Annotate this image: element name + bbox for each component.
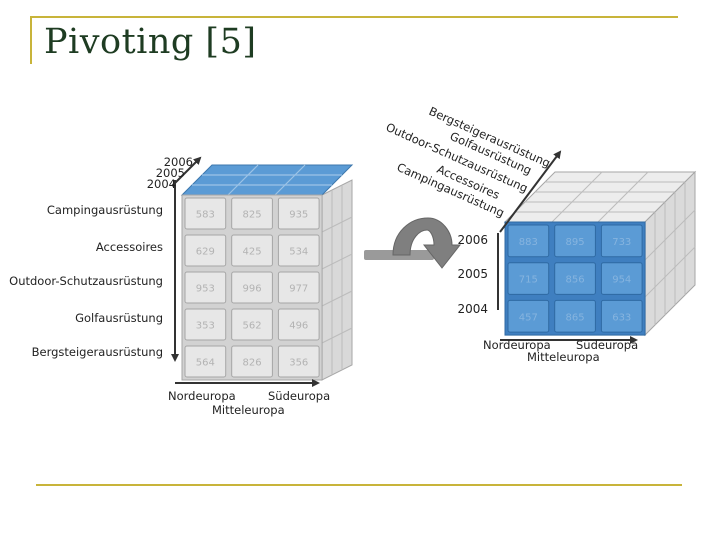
cube-cell (507, 224, 550, 258)
cube-cell-value: 562 (243, 321, 262, 332)
cube-cell (554, 299, 596, 333)
cube-cell (184, 345, 227, 378)
cube-cell (277, 345, 320, 378)
right-column-label-middle: Mitteleuropa (527, 350, 600, 364)
right-cube-front-face: 883 895 733 715 856 954 457 865 633 (504, 221, 646, 336)
left-row-label: Campingausrüstung (47, 203, 163, 217)
cube-cell-value: 457 (519, 312, 538, 323)
left-row-label: Accessoires (96, 240, 163, 254)
cube-cell (600, 224, 643, 258)
right-cube: 883 895 733 715 856 954 457 865 633 (503, 170, 697, 337)
cube-cell (554, 262, 596, 295)
cube-cell-value: 977 (289, 284, 308, 295)
cube-cell (231, 271, 273, 304)
cube-cell (507, 262, 550, 295)
cube-cell-value: 953 (196, 284, 215, 295)
left-depth-axis-arrow (171, 156, 202, 187)
cube-cell-value: 825 (243, 210, 262, 221)
left-year-label: 2004 (147, 177, 176, 191)
cube-cell (231, 308, 273, 341)
cube-cell (184, 308, 227, 341)
cube-cell-value: 425 (243, 247, 262, 258)
cube-cell-value: 733 (612, 237, 631, 248)
right-year-label: 2004 (457, 302, 488, 316)
cube-cell (184, 271, 227, 304)
cube-cell (600, 299, 643, 333)
cube-cell-value: 883 (519, 237, 538, 248)
pivot-rotate-arrow-icon (364, 217, 462, 269)
cube-cell (600, 262, 643, 295)
left-row-label: Outdoor-Schutzausrüstung (9, 274, 163, 288)
left-cube-front-face: 583 825 935 629 425 534 953 996 977 353 562 496 564 8… (181, 194, 323, 381)
cube-cell-value: 954 (612, 275, 631, 286)
cube-cell-value: 856 (566, 275, 585, 286)
right-depth-axis-arrow (499, 150, 562, 233)
cube-cell-value: 496 (289, 321, 308, 332)
title-accent-vertical-line (30, 16, 32, 64)
left-column-label: Nordeuropa (168, 389, 236, 403)
cube-cell (231, 234, 273, 267)
left-column-label-middle: Mitteleuropa (212, 403, 285, 417)
cube-cell (277, 197, 320, 230)
cube-cell (277, 308, 320, 341)
slide-bottom-accent-line (36, 484, 682, 486)
left-column-label: Südeuropa (268, 389, 330, 403)
cube-cell-value: 564 (196, 358, 215, 369)
cube-cell-value: 996 (243, 284, 262, 295)
cube-cell (554, 224, 596, 258)
left-cube: 583 825 935 629 425 534 953 996 977 353 562 496 564 8… (180, 164, 354, 381)
cube-cell (231, 345, 273, 378)
cube-cell-value: 715 (519, 275, 538, 286)
slide-title: Pivoting [5] (44, 22, 257, 62)
right-column-label: Südeuropa (576, 338, 638, 352)
left-year-label: 2006 (164, 155, 193, 169)
cube-cell (184, 234, 227, 267)
left-row-label: Bergsteigerausrüstung (32, 345, 163, 359)
cube-cell (277, 271, 320, 304)
right-year-label: 2006 (457, 233, 488, 247)
cube-cell-value: 895 (566, 237, 585, 248)
left-cube-top-face (180, 164, 354, 196)
cube-cell-value: 353 (196, 321, 215, 332)
cube-cell-value: 865 (566, 312, 585, 323)
cube-cell-value: 356 (289, 358, 308, 369)
left-cube-right-side (321, 179, 353, 381)
cube-cell-value: 534 (289, 247, 308, 258)
cube-cell (507, 299, 550, 333)
cube-cell (184, 197, 227, 230)
right-year-label: 2005 (457, 267, 488, 281)
left-row-label: Golfausrüstung (75, 311, 163, 325)
cube-cell-value: 826 (243, 358, 262, 369)
title-accent-top-line (32, 16, 678, 18)
cube-cell-value: 633 (612, 312, 631, 323)
right-cube-right-side (644, 170, 696, 337)
cube-cell-value: 583 (196, 210, 215, 221)
cube-cell-value: 935 (289, 210, 308, 221)
cube-cell (277, 234, 320, 267)
cube-cell (231, 197, 273, 230)
left-year-label: 2005 (156, 166, 185, 180)
cube-cell-value: 629 (196, 247, 215, 258)
right-column-label: Nordeuropa (483, 338, 551, 352)
